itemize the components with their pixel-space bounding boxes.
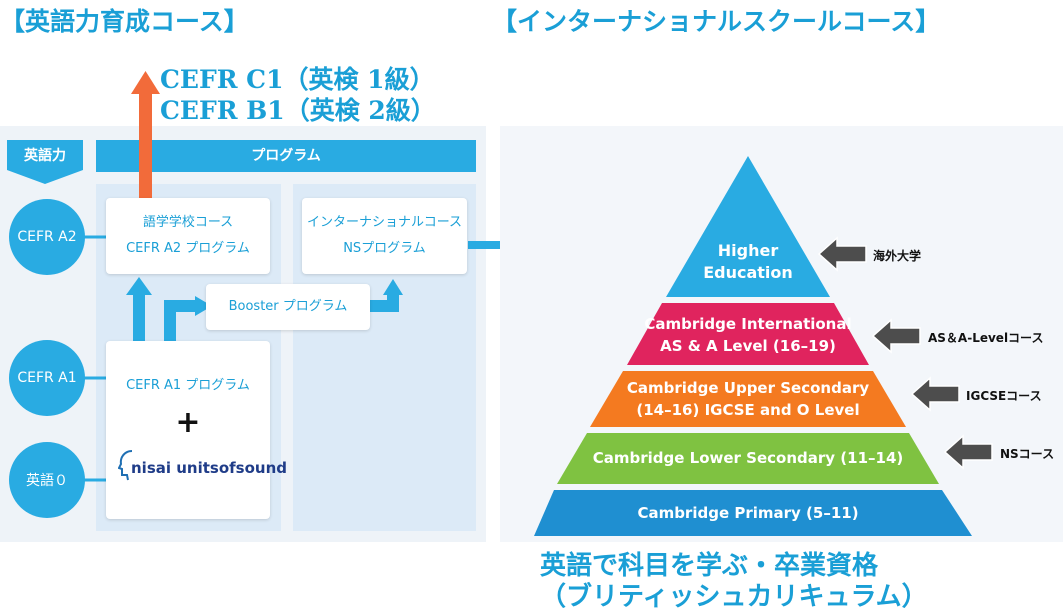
- international-title: インターナショナルコース: [306, 215, 463, 230]
- international-program: NSプログラム: [343, 241, 426, 256]
- tier-higher-line1: Higher: [717, 241, 779, 260]
- tier-upper-line1: Cambridge Upper Secondary: [626, 379, 870, 397]
- arrow-left-icon: [910, 376, 960, 412]
- caption-line2: （ブリティッシュカリキュラム）: [540, 582, 928, 612]
- tier-lower-label: Cambridge Lower Secondary (11–14): [592, 449, 904, 467]
- language-school-box: 語学学校コース CEFR A2 プログラム: [106, 198, 270, 274]
- level-header-ribbon: [7, 140, 83, 184]
- head-silhouette-icon: [118, 450, 133, 481]
- left-section-title: 【英語力育成コース】: [0, 7, 249, 36]
- note-overseas-university: 海外大学: [873, 249, 922, 263]
- booster-label: Booster プログラム: [228, 299, 348, 314]
- tier-as-a-line1: Cambridge International: [644, 315, 852, 333]
- target-c1: CEFR C1（英検 1級）: [160, 65, 435, 94]
- arrow-left-icon: [943, 434, 993, 470]
- plus-sign: +: [175, 405, 201, 440]
- tier-higher-label: Higher Education: [680, 240, 816, 284]
- arrow-left-icon: [871, 318, 921, 354]
- tier-as-a-label: Cambridge International AS & A Level (16…: [630, 313, 866, 357]
- right-section-title: 【インターナショナルスクールコース】: [492, 7, 941, 36]
- nisai-logo-text: nisai unitsofsound: [131, 459, 287, 477]
- a1-box: CEFR A1 プログラム + nisai unitsofsound: [106, 341, 287, 519]
- target-b1: CEFR B1（英検 2級）: [160, 96, 436, 125]
- booster-box: Booster プログラム: [206, 284, 370, 330]
- tier-as-a-level: [627, 303, 869, 365]
- tier-lower-secondary: [557, 433, 939, 484]
- language-school-program: CEFR A2 プログラム: [126, 241, 250, 256]
- a1-label: CEFR A1 プログラム: [126, 378, 250, 393]
- level-cefr-a1: CEFR A1: [9, 340, 85, 416]
- note-igcse-course: IGCSEコース: [966, 389, 1042, 403]
- tier-primary-label: Cambridge Primary (5–11): [637, 504, 859, 522]
- caption-line1: 英語で科目を学ぶ・卒業資格: [540, 551, 879, 581]
- note-as-a-level-course: AS＆A-Levelコース: [928, 331, 1044, 345]
- language-school-title: 語学学校コース: [142, 215, 234, 230]
- international-box: インターナショナルコース NSプログラム: [302, 198, 467, 274]
- note-ns-course: NSコース: [1000, 447, 1055, 461]
- tier-as-a-line2: AS & A Level (16–19): [660, 337, 836, 355]
- program-header: プログラム: [96, 140, 476, 172]
- nisai-logo: nisai unitsofsound: [113, 449, 287, 483]
- tier-upper-line2: (14–16) IGCSE and O Level: [636, 401, 860, 419]
- tier-upper-secondary: [590, 371, 906, 427]
- arrow-left-icon: [817, 236, 867, 272]
- level-cefr-a2: CEFR A2: [9, 199, 85, 275]
- tier-primary: [534, 490, 972, 536]
- level-header: 英語力: [24, 148, 66, 164]
- tier-higher-education: [666, 156, 830, 297]
- tier-upper-label: Cambridge Upper Secondary (14–16) IGCSE …: [600, 377, 896, 421]
- level-english-zero: 英語０: [9, 442, 85, 518]
- tier-higher-line2: Education: [703, 263, 793, 282]
